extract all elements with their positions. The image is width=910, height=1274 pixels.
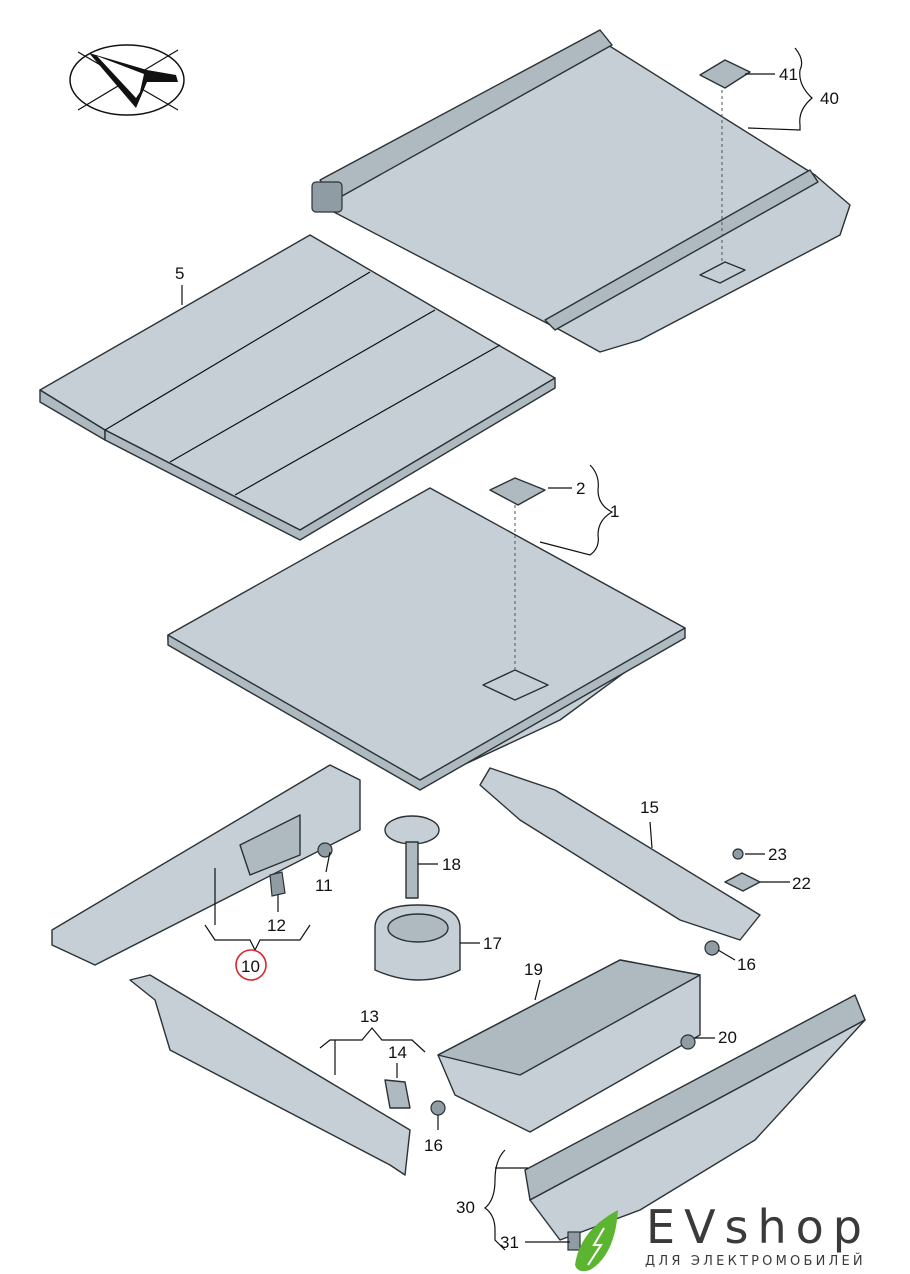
part-22-23-fasteners[interactable] (724, 848, 761, 892)
label-22[interactable]: 22 (792, 874, 811, 893)
part-5-floor-panel[interactable] (39, 234, 556, 541)
part-1-floor-covering[interactable] (167, 477, 686, 791)
label-17[interactable]: 17 (483, 934, 502, 953)
label-18[interactable]: 18 (442, 855, 461, 874)
label-1[interactable]: 1 (610, 502, 619, 521)
leaf-logo-icon (575, 1210, 618, 1272)
part-17-spacer[interactable] (374, 904, 461, 981)
part-13-side-trim[interactable] (129, 974, 446, 1176)
leader-lines (181, 47, 813, 1251)
label-30[interactable]: 30 (456, 1198, 475, 1217)
label-20[interactable]: 20 (718, 1028, 737, 1047)
label-16[interactable]: 16 (737, 955, 756, 974)
brand-name: EVshop (646, 1200, 871, 1254)
part-40-luggage-cover[interactable] (311, 29, 851, 353)
brand-tagline: ДЛЯ ЭЛЕКТРОМОБИЛЕЙ (645, 1254, 866, 1269)
label-41[interactable]: 41 (779, 65, 798, 84)
label-13[interactable]: 13 (360, 1007, 379, 1026)
label-10[interactable]: 10 (241, 957, 260, 976)
label-23[interactable]: 23 (768, 845, 787, 864)
orientation-symbol-icon (69, 44, 185, 116)
part-18-wing-bolt[interactable] (384, 815, 440, 899)
label-19[interactable]: 19 (524, 960, 543, 979)
label-5[interactable]: 5 (175, 264, 184, 283)
label-31[interactable]: 31 (500, 1233, 519, 1252)
part-15-right-trim[interactable] (479, 767, 761, 956)
part-19-storage-box[interactable] (437, 959, 701, 1133)
part-10-left-trim[interactable] (51, 764, 361, 966)
label-11[interactable]: 11 (315, 876, 333, 895)
highlight-circle (235, 949, 267, 981)
part-30-loading-sill[interactable] (524, 994, 866, 1251)
label-2[interactable]: 2 (576, 479, 585, 498)
label-16-second[interactable]: 16 (424, 1136, 443, 1155)
label-14[interactable]: 14 (388, 1043, 407, 1062)
label-12[interactable]: 12 (267, 916, 286, 935)
label-15[interactable]: 15 (640, 798, 659, 817)
label-40[interactable]: 40 (820, 89, 839, 108)
